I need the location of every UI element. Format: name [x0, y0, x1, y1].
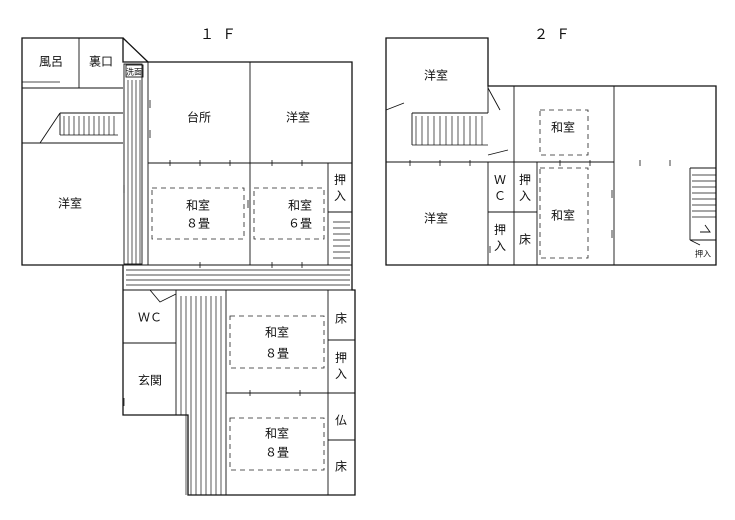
first-floor: 洗面 [21, 37, 356, 496]
stair-2f-north [412, 116, 488, 146]
room-laundry: 洗面 [126, 67, 142, 77]
room-bath: 風呂 [39, 55, 63, 69]
room-back-door: 裏口 [89, 54, 113, 69]
room-japanese-8-a-size: ８畳 [186, 217, 210, 231]
room-closet-2f-a: 押入 [519, 173, 531, 203]
stair-1f-east [333, 221, 350, 259]
room-wc-2f: ＷＣ [494, 173, 506, 203]
room-wc-1f: ＷＣ [138, 311, 162, 325]
room-altar: 仏 [335, 414, 347, 428]
room-entrance: 玄関 [138, 373, 162, 388]
room-western-1f-ne: 洋室 [286, 110, 310, 125]
room-western-2f-n: 洋室 [424, 68, 448, 83]
corridor-1f-south [180, 296, 222, 495]
room-closet-2f-b: 押入 [494, 223, 506, 253]
stair-1f-west [60, 116, 118, 136]
corridor-1f-north [123, 63, 144, 265]
room-western-2f-sw: 洋室 [424, 211, 448, 226]
room-alcove-1f-b: 床 [335, 460, 347, 474]
corridor-1f-middle [123, 269, 355, 291]
room-closet-1f-a: 押入 [334, 173, 346, 203]
room-japanese-8-c: 和室 [265, 426, 289, 441]
room-kitchen: 台所 [187, 110, 211, 125]
room-closet-1f-b: 押入 [335, 351, 347, 381]
room-japanese-8-c-size: ８畳 [265, 446, 289, 460]
room-alcove-1f-a: 床 [335, 312, 347, 326]
room-japanese-2f-n: 和室 [551, 120, 575, 135]
stair-2f-east [689, 167, 716, 246]
room-japanese-6-size: ６畳 [288, 217, 312, 231]
room-japanese-2f-s: 和室 [551, 208, 575, 223]
floor-title-1f: １Ｆ [200, 27, 244, 43]
room-japanese-8-b: 和室 [265, 325, 289, 340]
room-japanese-8-b-size: ８畳 [265, 347, 289, 361]
room-western-1f-w: 洋室 [58, 196, 82, 211]
room-alcove-2f: 床 [519, 233, 531, 247]
room-japanese-8-a: 和室 [186, 198, 210, 213]
floor-title-2f: ２Ｆ [534, 27, 578, 43]
room-closet-2f-c: 押入 [695, 249, 711, 259]
room-japanese-6: 和室 [288, 198, 312, 213]
second-floor [385, 37, 717, 266]
